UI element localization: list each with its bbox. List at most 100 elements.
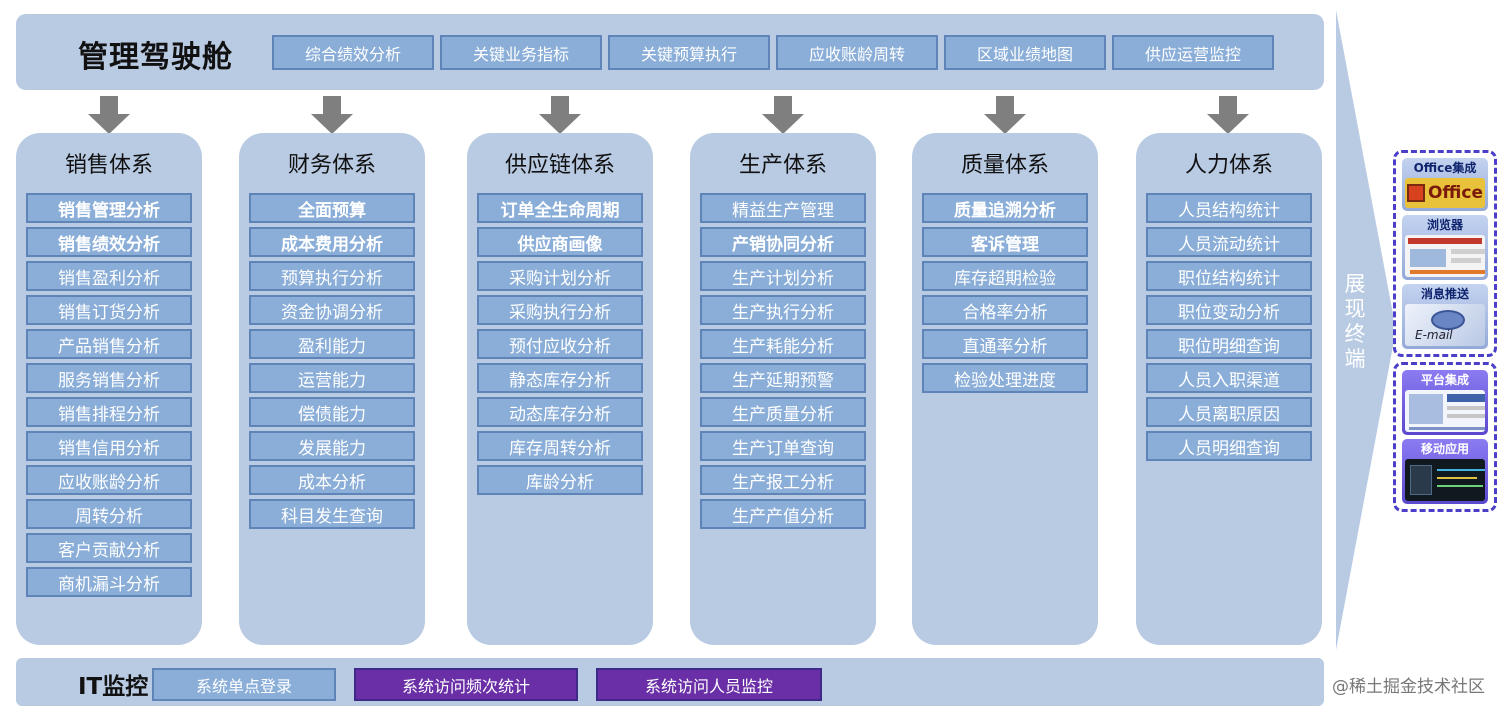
system-item[interactable]: 动态库存分析 xyxy=(477,397,643,427)
office-icon: Office xyxy=(1405,178,1485,208)
system-item[interactable]: 职位结构统计 xyxy=(1146,261,1312,291)
system-item[interactable]: 生产耗能分析 xyxy=(700,329,866,359)
system-item[interactable]: 销售信用分析 xyxy=(26,431,192,461)
browser-icon xyxy=(1405,235,1485,277)
system-item[interactable]: 运营能力 xyxy=(249,363,415,393)
terminal-group-office: Office集成 Office 浏览器 消息推送 E-mail xyxy=(1393,150,1497,357)
system-item[interactable]: 库龄分析 xyxy=(477,465,643,495)
mobile-app-icon xyxy=(1405,459,1485,501)
platform-icon xyxy=(1405,390,1485,432)
down-arrow-icon xyxy=(762,96,804,134)
system-item[interactable]: 生产订单查询 xyxy=(700,431,866,461)
system-item[interactable]: 发展能力 xyxy=(249,431,415,461)
system-item-list: 订单全生命周期供应商画像采购计划分析采购执行分析预付应收分析静态库存分析动态库存… xyxy=(477,193,643,495)
system-item[interactable]: 商机漏斗分析 xyxy=(26,567,192,597)
system-item[interactable]: 应收账龄分析 xyxy=(26,465,192,495)
system-item[interactable]: 生产报工分析 xyxy=(700,465,866,495)
system-item[interactable]: 周转分析 xyxy=(26,499,192,529)
system-item[interactable]: 生产执行分析 xyxy=(700,295,866,325)
system-item[interactable]: 预算执行分析 xyxy=(249,261,415,291)
system-item[interactable]: 全面预算 xyxy=(249,193,415,223)
system-item-list: 质量追溯分析客诉管理库存超期检验合格率分析直通率分析检验处理进度 xyxy=(922,193,1088,393)
system-item[interactable]: 销售管理分析 xyxy=(26,193,192,223)
display-terminal-label: 展现终端 xyxy=(1342,272,1368,372)
terminal-message-card[interactable]: 消息推送 E-mail xyxy=(1402,284,1488,349)
system-item[interactable]: 服务销售分析 xyxy=(26,363,192,393)
cockpit-tab[interactable]: 关键业务指标 xyxy=(440,35,602,70)
system-item[interactable]: 产销协同分析 xyxy=(700,227,866,257)
system-item[interactable]: 职位明细查询 xyxy=(1146,329,1312,359)
system-item[interactable]: 客户贡献分析 xyxy=(26,533,192,563)
system-item[interactable]: 人员结构统计 xyxy=(1146,193,1312,223)
system-item[interactable]: 职位变动分析 xyxy=(1146,295,1312,325)
system-supply-chain: 供应链体系订单全生命周期供应商画像采购计划分析采购执行分析预付应收分析静态库存分… xyxy=(467,133,653,645)
cockpit-tabs: 综合绩效分析 关键业务指标 关键预算执行 应收账龄周转 区域业绩地图 供应运营监… xyxy=(272,35,1274,70)
system-item[interactable]: 成本费用分析 xyxy=(249,227,415,257)
system-quality: 质量体系质量追溯分析客诉管理库存超期检验合格率分析直通率分析检验处理进度 xyxy=(912,133,1098,645)
down-arrow-icon xyxy=(984,96,1026,134)
system-item[interactable]: 检验处理进度 xyxy=(922,363,1088,393)
terminal-card-label: Office集成 xyxy=(1405,161,1485,176)
system-item[interactable]: 人员离职原因 xyxy=(1146,397,1312,427)
system-item-list: 全面预算成本费用分析预算执行分析资金协调分析盈利能力运营能力偿债能力发展能力成本… xyxy=(249,193,415,529)
system-title: 财务体系 xyxy=(239,147,425,179)
system-item[interactable]: 销售订货分析 xyxy=(26,295,192,325)
system-item[interactable]: 直通率分析 xyxy=(922,329,1088,359)
system-item[interactable]: 合格率分析 xyxy=(922,295,1088,325)
terminal-office-card[interactable]: Office集成 Office xyxy=(1402,158,1488,211)
system-item[interactable]: 静态库存分析 xyxy=(477,363,643,393)
system-item[interactable]: 偿债能力 xyxy=(249,397,415,427)
system-item[interactable]: 采购计划分析 xyxy=(477,261,643,291)
cockpit-title: 管理驾驶舱 xyxy=(78,32,233,76)
system-item[interactable]: 产品销售分析 xyxy=(26,329,192,359)
terminal-group-platform: 平台集成 移动应用 xyxy=(1393,362,1497,512)
office-thumb-text: Office xyxy=(1428,183,1483,203)
system-item[interactable]: 人员入职渠道 xyxy=(1146,363,1312,393)
system-item-list: 人员结构统计人员流动统计职位结构统计职位变动分析职位明细查询人员入职渠道人员离职… xyxy=(1146,193,1312,461)
system-item[interactable]: 生产延期预警 xyxy=(700,363,866,393)
system-item[interactable]: 销售绩效分析 xyxy=(26,227,192,257)
system-item[interactable]: 人员明细查询 xyxy=(1146,431,1312,461)
email-icon: E-mail xyxy=(1405,304,1485,346)
terminal-browser-card[interactable]: 浏览器 xyxy=(1402,215,1488,280)
it-monitor-bar: IT监控 系统单点登录 系统访问频次统计 系统访问人员监控 xyxy=(16,658,1324,706)
cockpit-tab[interactable]: 应收账龄周转 xyxy=(776,35,938,70)
cockpit-tab[interactable]: 供应运营监控 xyxy=(1112,35,1274,70)
cockpit-tab[interactable]: 区域业绩地图 xyxy=(944,35,1106,70)
system-item[interactable]: 采购执行分析 xyxy=(477,295,643,325)
terminal-mobile-card[interactable]: 移动应用 xyxy=(1402,439,1488,504)
system-item[interactable]: 资金协调分析 xyxy=(249,295,415,325)
it-monitor-title: IT监控 xyxy=(78,667,148,701)
system-item[interactable]: 盈利能力 xyxy=(249,329,415,359)
system-title: 生产体系 xyxy=(690,147,876,179)
down-arrow-icon xyxy=(539,96,581,134)
system-item[interactable]: 生产计划分析 xyxy=(700,261,866,291)
cockpit-tab[interactable]: 综合绩效分析 xyxy=(272,35,434,70)
system-item[interactable]: 销售排程分析 xyxy=(26,397,192,427)
cockpit-tab[interactable]: 关键预算执行 xyxy=(608,35,770,70)
system-item[interactable]: 精益生产管理 xyxy=(700,193,866,223)
system-item[interactable]: 库存超期检验 xyxy=(922,261,1088,291)
system-item[interactable]: 生产产值分析 xyxy=(700,499,866,529)
terminal-platform-card[interactable]: 平台集成 xyxy=(1402,370,1488,435)
system-item[interactable]: 订单全生命周期 xyxy=(477,193,643,223)
system-item[interactable]: 生产质量分析 xyxy=(700,397,866,427)
system-item[interactable]: 成本分析 xyxy=(249,465,415,495)
system-item[interactable]: 质量追溯分析 xyxy=(922,193,1088,223)
access-user-monitor-button[interactable]: 系统访问人员监控 xyxy=(596,668,822,701)
terminal-card-label: 消息推送 xyxy=(1405,287,1485,302)
system-item[interactable]: 销售盈利分析 xyxy=(26,261,192,291)
system-item[interactable]: 供应商画像 xyxy=(477,227,643,257)
system-sales: 销售体系销售管理分析销售绩效分析销售盈利分析销售订货分析产品销售分析服务销售分析… xyxy=(16,133,202,645)
system-item-list: 精益生产管理产销协同分析生产计划分析生产执行分析生产耗能分析生产延期预警生产质量… xyxy=(700,193,866,529)
email-thumb-text: E-mail xyxy=(1415,328,1453,342)
system-item[interactable]: 客诉管理 xyxy=(922,227,1088,257)
system-item[interactable]: 科目发生查询 xyxy=(249,499,415,529)
system-item[interactable]: 人员流动统计 xyxy=(1146,227,1312,257)
sso-login-button[interactable]: 系统单点登录 xyxy=(152,668,336,701)
system-hr: 人力体系人员结构统计人员流动统计职位结构统计职位变动分析职位明细查询人员入职渠道… xyxy=(1136,133,1322,645)
system-item-list: 销售管理分析销售绩效分析销售盈利分析销售订货分析产品销售分析服务销售分析销售排程… xyxy=(26,193,192,597)
system-item[interactable]: 预付应收分析 xyxy=(477,329,643,359)
system-item[interactable]: 库存周转分析 xyxy=(477,431,643,461)
access-frequency-button[interactable]: 系统访问频次统计 xyxy=(354,668,578,701)
